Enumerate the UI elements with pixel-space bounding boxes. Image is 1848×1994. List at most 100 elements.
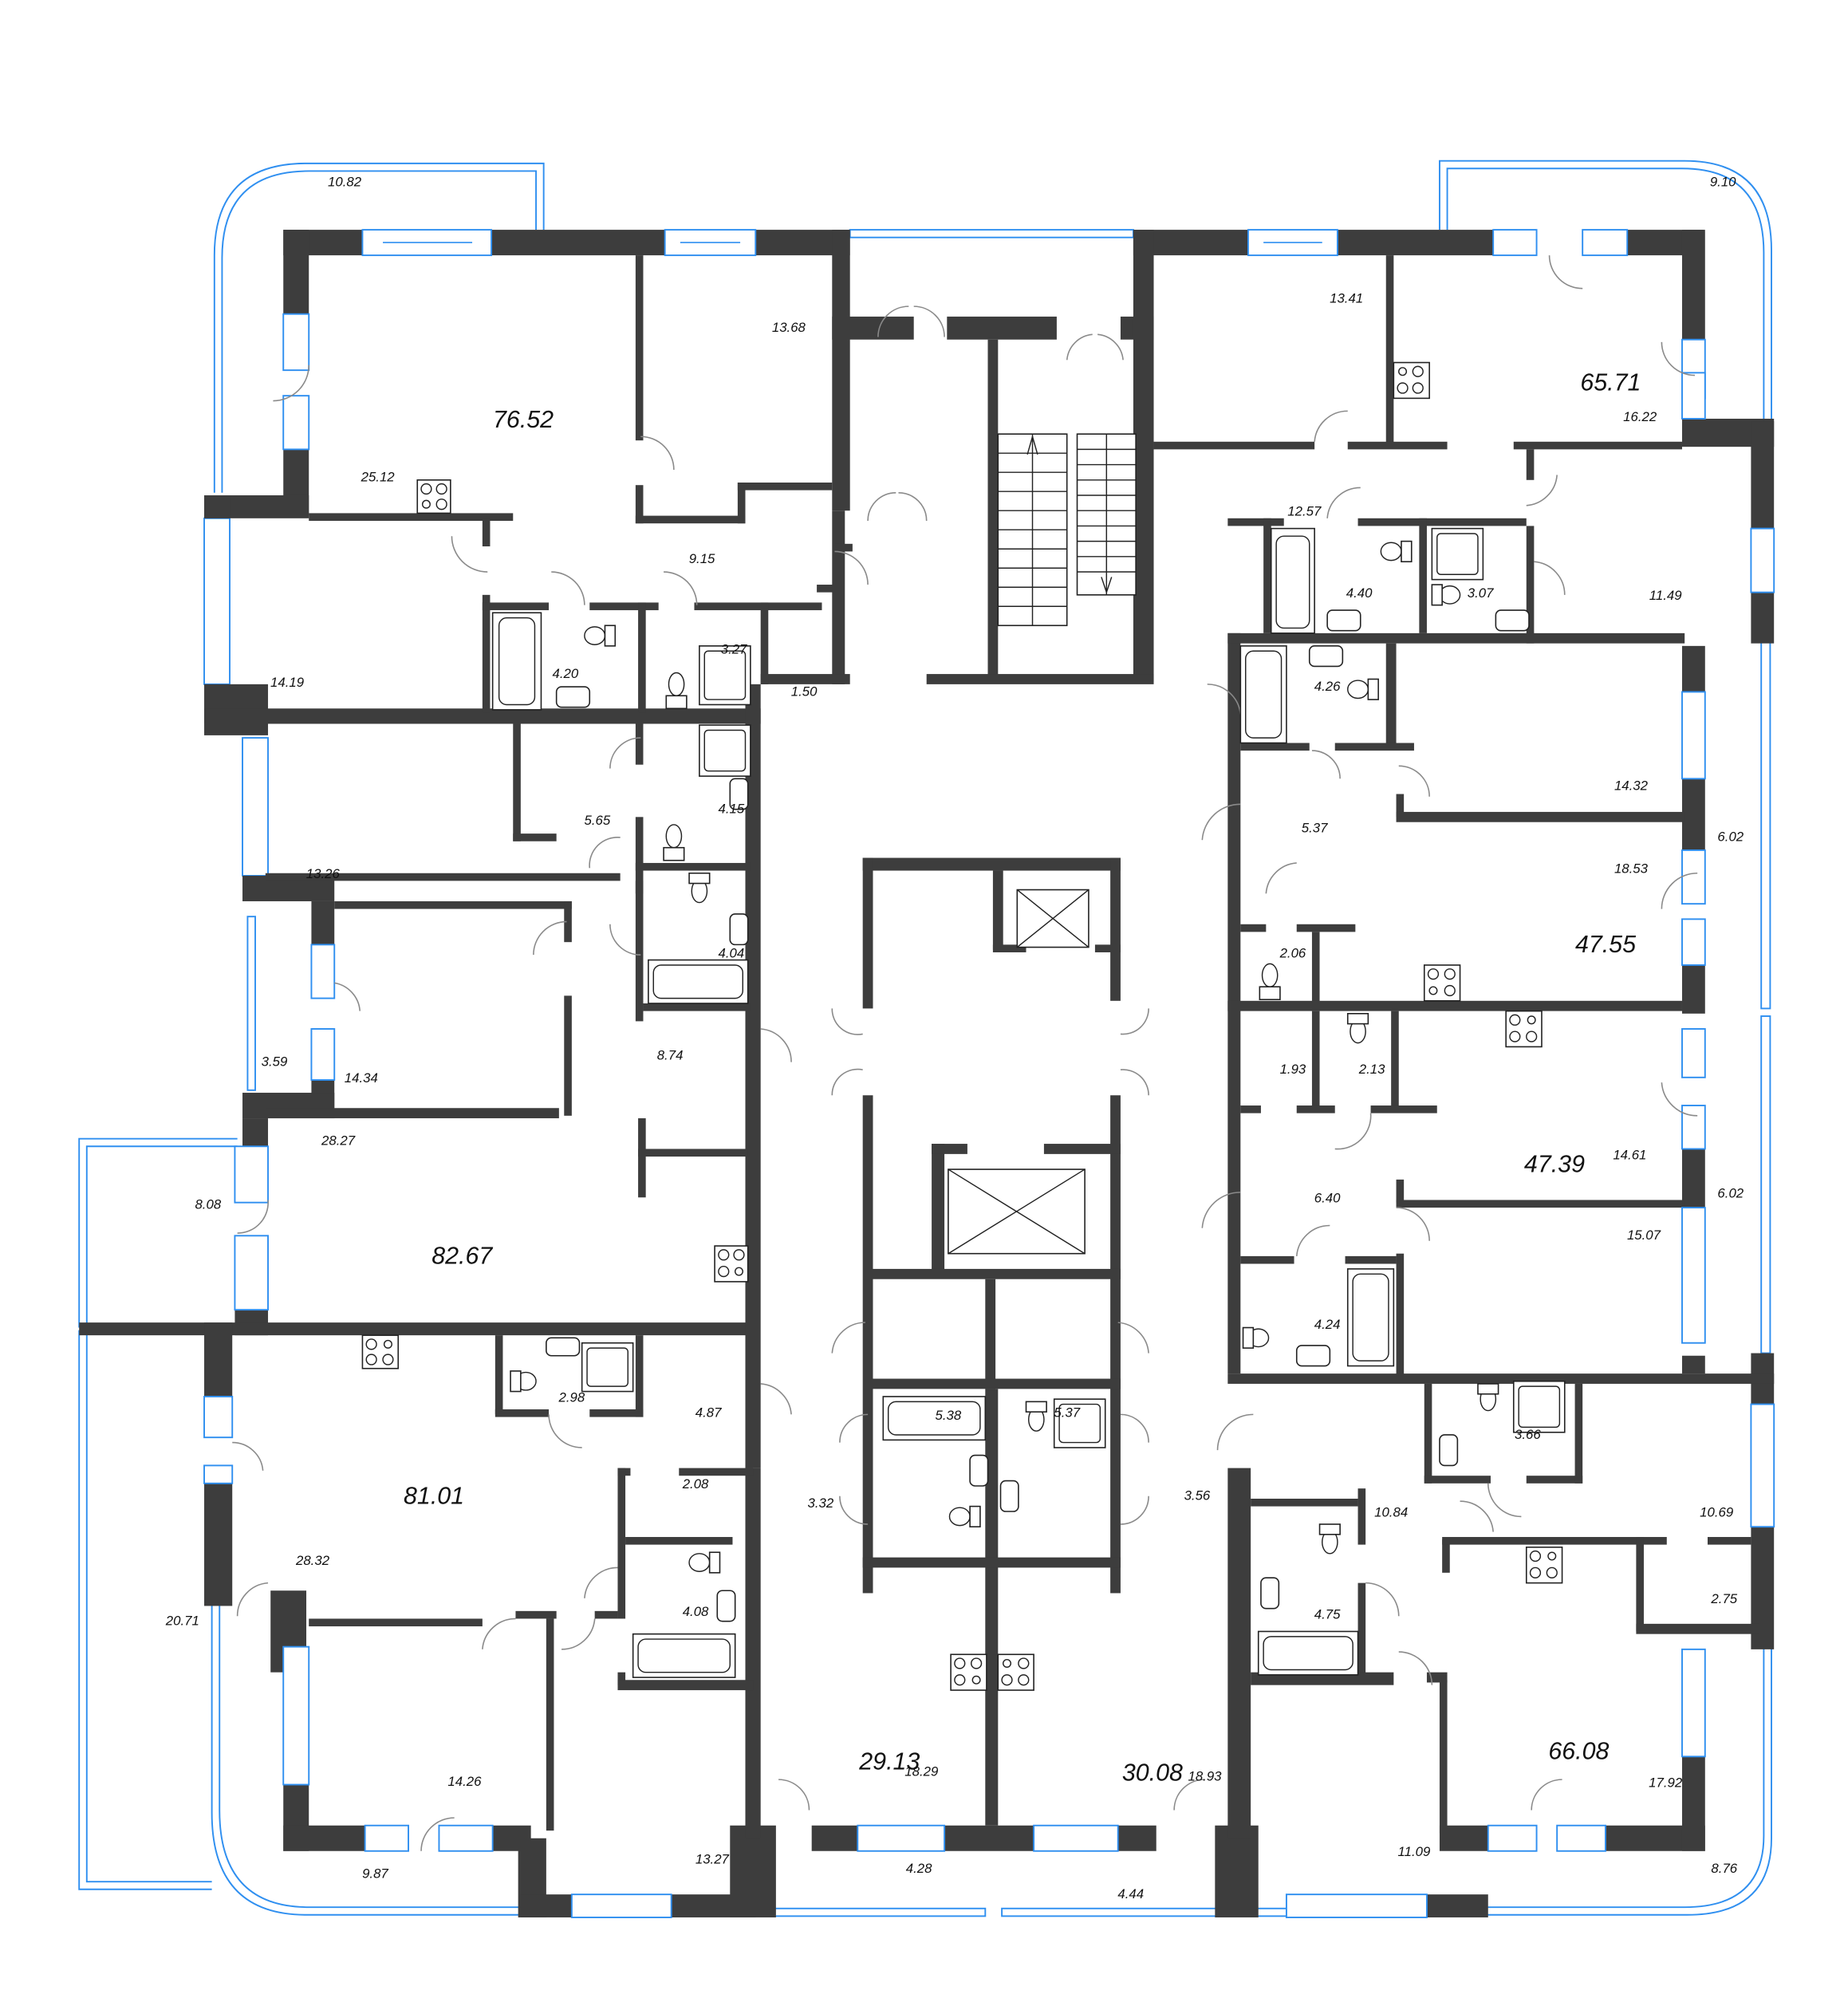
stove-icon xyxy=(950,1653,987,1691)
room-area-label: 14.34 xyxy=(345,1070,378,1086)
stair-treads-right xyxy=(1077,448,1137,573)
bathtub-icon xyxy=(632,1633,736,1678)
room-area-label: 4.40 xyxy=(1346,585,1373,601)
room-area-label: 4.08 xyxy=(683,1604,709,1619)
room-area-label: 5.37 xyxy=(1054,1405,1080,1421)
shower-icon xyxy=(1053,1398,1106,1448)
room-area-label: 8.08 xyxy=(195,1197,221,1212)
room-area-label: 4.26 xyxy=(1314,679,1341,694)
stove-icon xyxy=(416,479,451,514)
room-area-label: 13.68 xyxy=(772,320,806,335)
toilet-icon xyxy=(1477,1383,1499,1412)
room-area-label: 6.40 xyxy=(1314,1191,1341,1206)
stair-down-arrow-icon xyxy=(1101,577,1113,594)
partitions xyxy=(265,255,1759,1834)
stove-icon xyxy=(1393,361,1430,400)
sink-icon xyxy=(716,1590,736,1622)
room-area-label: 4.44 xyxy=(1117,1886,1144,1901)
apartment-total-area: 29.13 xyxy=(858,1748,920,1775)
stair-up-arrow-icon xyxy=(1026,434,1038,455)
area-labels: 76.5225.1213.6814.199.154.203.271.5010.8… xyxy=(165,175,1744,1901)
room-area-label: 13.27 xyxy=(695,1852,730,1867)
shower-icon xyxy=(699,724,751,777)
toilet-icon xyxy=(1380,540,1413,563)
room-area-label: 10.69 xyxy=(1700,1504,1733,1519)
room-area-label: 9.87 xyxy=(362,1866,388,1881)
apartment-total-area: 66.08 xyxy=(1548,1738,1609,1765)
room-area-label: 13.41 xyxy=(1330,290,1363,305)
stove-icon xyxy=(1505,1010,1543,1048)
apartment-total-area: 30.08 xyxy=(1122,1760,1183,1787)
apartment-total-area: 81.01 xyxy=(404,1482,464,1509)
room-area-label: 14.26 xyxy=(447,1774,482,1789)
sink-icon xyxy=(969,1454,989,1487)
room-area-label: 5.38 xyxy=(936,1408,962,1423)
room-area-label: 18.53 xyxy=(1614,861,1649,877)
room-area-label: 1.50 xyxy=(791,684,818,699)
toilet-icon xyxy=(584,625,617,647)
room-area-label: 3.27 xyxy=(721,641,747,656)
toilet-icon xyxy=(688,1551,721,1574)
room-area-label: 2.06 xyxy=(1279,945,1306,960)
stove-icon xyxy=(714,1245,749,1283)
room-area-label: 3.07 xyxy=(1468,585,1494,601)
room-area-label: 4.87 xyxy=(695,1405,722,1421)
room-area-label: 5.65 xyxy=(585,813,611,828)
shower-icon xyxy=(1512,1380,1566,1433)
bathtub-icon xyxy=(1346,1268,1395,1367)
room-area-label: 18.29 xyxy=(904,1763,938,1779)
shower-icon xyxy=(581,1342,634,1393)
toilet-icon xyxy=(1347,678,1379,700)
room-area-label: 3.59 xyxy=(262,1054,288,1069)
stove-icon xyxy=(997,1653,1034,1691)
stove-icon xyxy=(1423,964,1461,1002)
toilet-icon xyxy=(665,672,688,710)
sink-icon xyxy=(1308,645,1344,668)
room-area-label: 3.56 xyxy=(1184,1488,1211,1503)
room-area-label: 10.84 xyxy=(1374,1504,1408,1519)
room-area-label: 6.02 xyxy=(1717,830,1744,845)
room-area-label: 2.98 xyxy=(558,1389,585,1405)
toilet-icon xyxy=(948,1505,981,1528)
room-area-label: 4.75 xyxy=(1314,1606,1341,1622)
toilet-icon xyxy=(1025,1401,1047,1432)
room-area-label: 14.61 xyxy=(1613,1147,1646,1162)
room-area-label: 2.08 xyxy=(682,1476,709,1492)
stove-icon xyxy=(361,1334,400,1369)
room-area-label: 17.92 xyxy=(1649,1775,1683,1791)
toilet-icon xyxy=(663,824,685,861)
apartment-total-area: 47.39 xyxy=(1524,1150,1585,1177)
room-area-label: 18.93 xyxy=(1188,1769,1223,1784)
bathtub-icon xyxy=(1239,645,1287,744)
toilet-icon xyxy=(1346,1013,1369,1044)
sink-icon xyxy=(729,778,749,810)
room-area-label: 3.66 xyxy=(1515,1427,1541,1442)
room-area-label: 2.13 xyxy=(1358,1062,1385,1077)
room-area-label: 14.19 xyxy=(270,675,304,690)
elevators xyxy=(948,889,1089,1255)
room-area-label: 8.76 xyxy=(1711,1861,1737,1876)
bathtub-icon xyxy=(648,959,749,1004)
room-area-label: 9.10 xyxy=(1710,175,1736,190)
toilet-icon xyxy=(1242,1326,1270,1349)
room-area-label: 5.37 xyxy=(1302,821,1328,836)
sink-icon xyxy=(1439,1434,1459,1467)
shower-icon xyxy=(699,645,751,706)
room-area-label: 6.02 xyxy=(1717,1185,1744,1200)
room-area-label: 16.22 xyxy=(1623,409,1657,424)
bathtub-icon xyxy=(1270,527,1315,634)
sink-icon xyxy=(546,1337,581,1357)
sink-icon xyxy=(1295,1345,1331,1367)
sink-icon xyxy=(555,686,591,708)
shower-icon xyxy=(1431,527,1484,581)
room-area-label: 11.49 xyxy=(1649,588,1682,603)
toilet-icon xyxy=(1259,963,1281,1001)
room-area-label: 14.32 xyxy=(1614,778,1649,794)
room-area-label: 25.12 xyxy=(361,469,396,484)
room-area-label: 13.26 xyxy=(306,866,341,881)
room-area-label: 20.71 xyxy=(165,1613,199,1628)
room-area-label: 9.15 xyxy=(689,551,715,566)
apartment-total-area: 76.52 xyxy=(493,406,554,433)
apartment-total-area: 82.67 xyxy=(431,1243,493,1270)
